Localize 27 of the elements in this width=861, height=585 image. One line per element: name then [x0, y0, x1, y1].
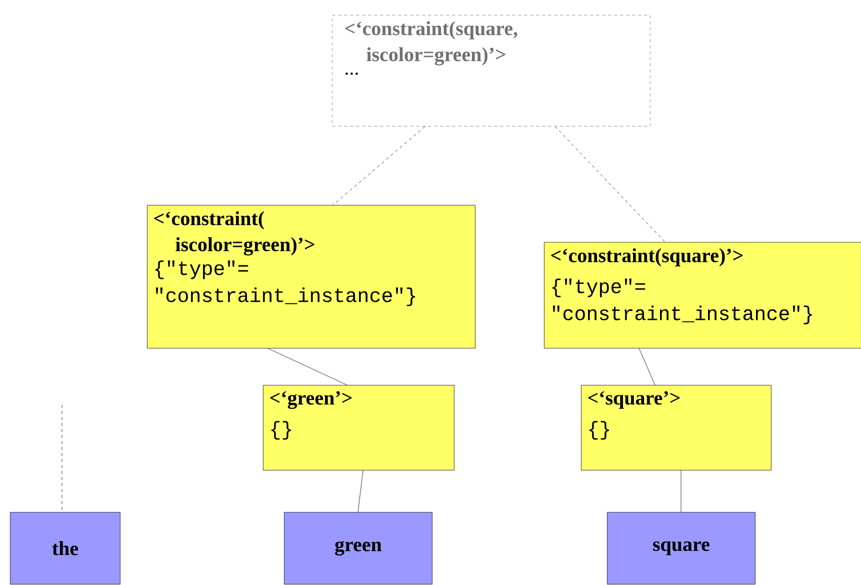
node-label: the: [52, 541, 78, 556]
node-attributes: {}: [271, 421, 291, 440]
node-label: green: [335, 540, 382, 556]
constraint-box: [544, 242, 861, 348]
node-heading: <‘square’>: [588, 391, 680, 409]
connector-line: [680, 470, 682, 512]
node-heading: <‘constraint(square)’>: [551, 248, 743, 266]
word-box: [607, 512, 756, 584]
constraint-box: [332, 15, 650, 126]
node-heading: <‘constraint(square, iscolor=green)’>: [345, 21, 518, 66]
dashed-line: [554, 126, 666, 242]
constraint-box: [147, 205, 476, 348]
node-heading: <‘green’>: [270, 391, 352, 409]
node-attributes: {"type"= "constraint_instance"}: [552, 278, 812, 324]
constraint-box: [581, 385, 772, 470]
node-attributes: {}: [589, 421, 609, 440]
connector-line: [358, 470, 364, 512]
node-heading: <‘constraint( iscolor=green)’>: [154, 211, 314, 256]
word-box: [284, 512, 432, 584]
word-box: [10, 512, 120, 584]
node-attributes: {"type"= "constraint_instance"}: [155, 260, 415, 306]
connector-line: [268, 348, 348, 386]
ellipsis: ...: [346, 72, 358, 75]
dashed-line: [332, 126, 426, 206]
constraint-box: [263, 385, 454, 470]
node-label: square: [653, 541, 710, 556]
connector-line: [638, 348, 656, 386]
